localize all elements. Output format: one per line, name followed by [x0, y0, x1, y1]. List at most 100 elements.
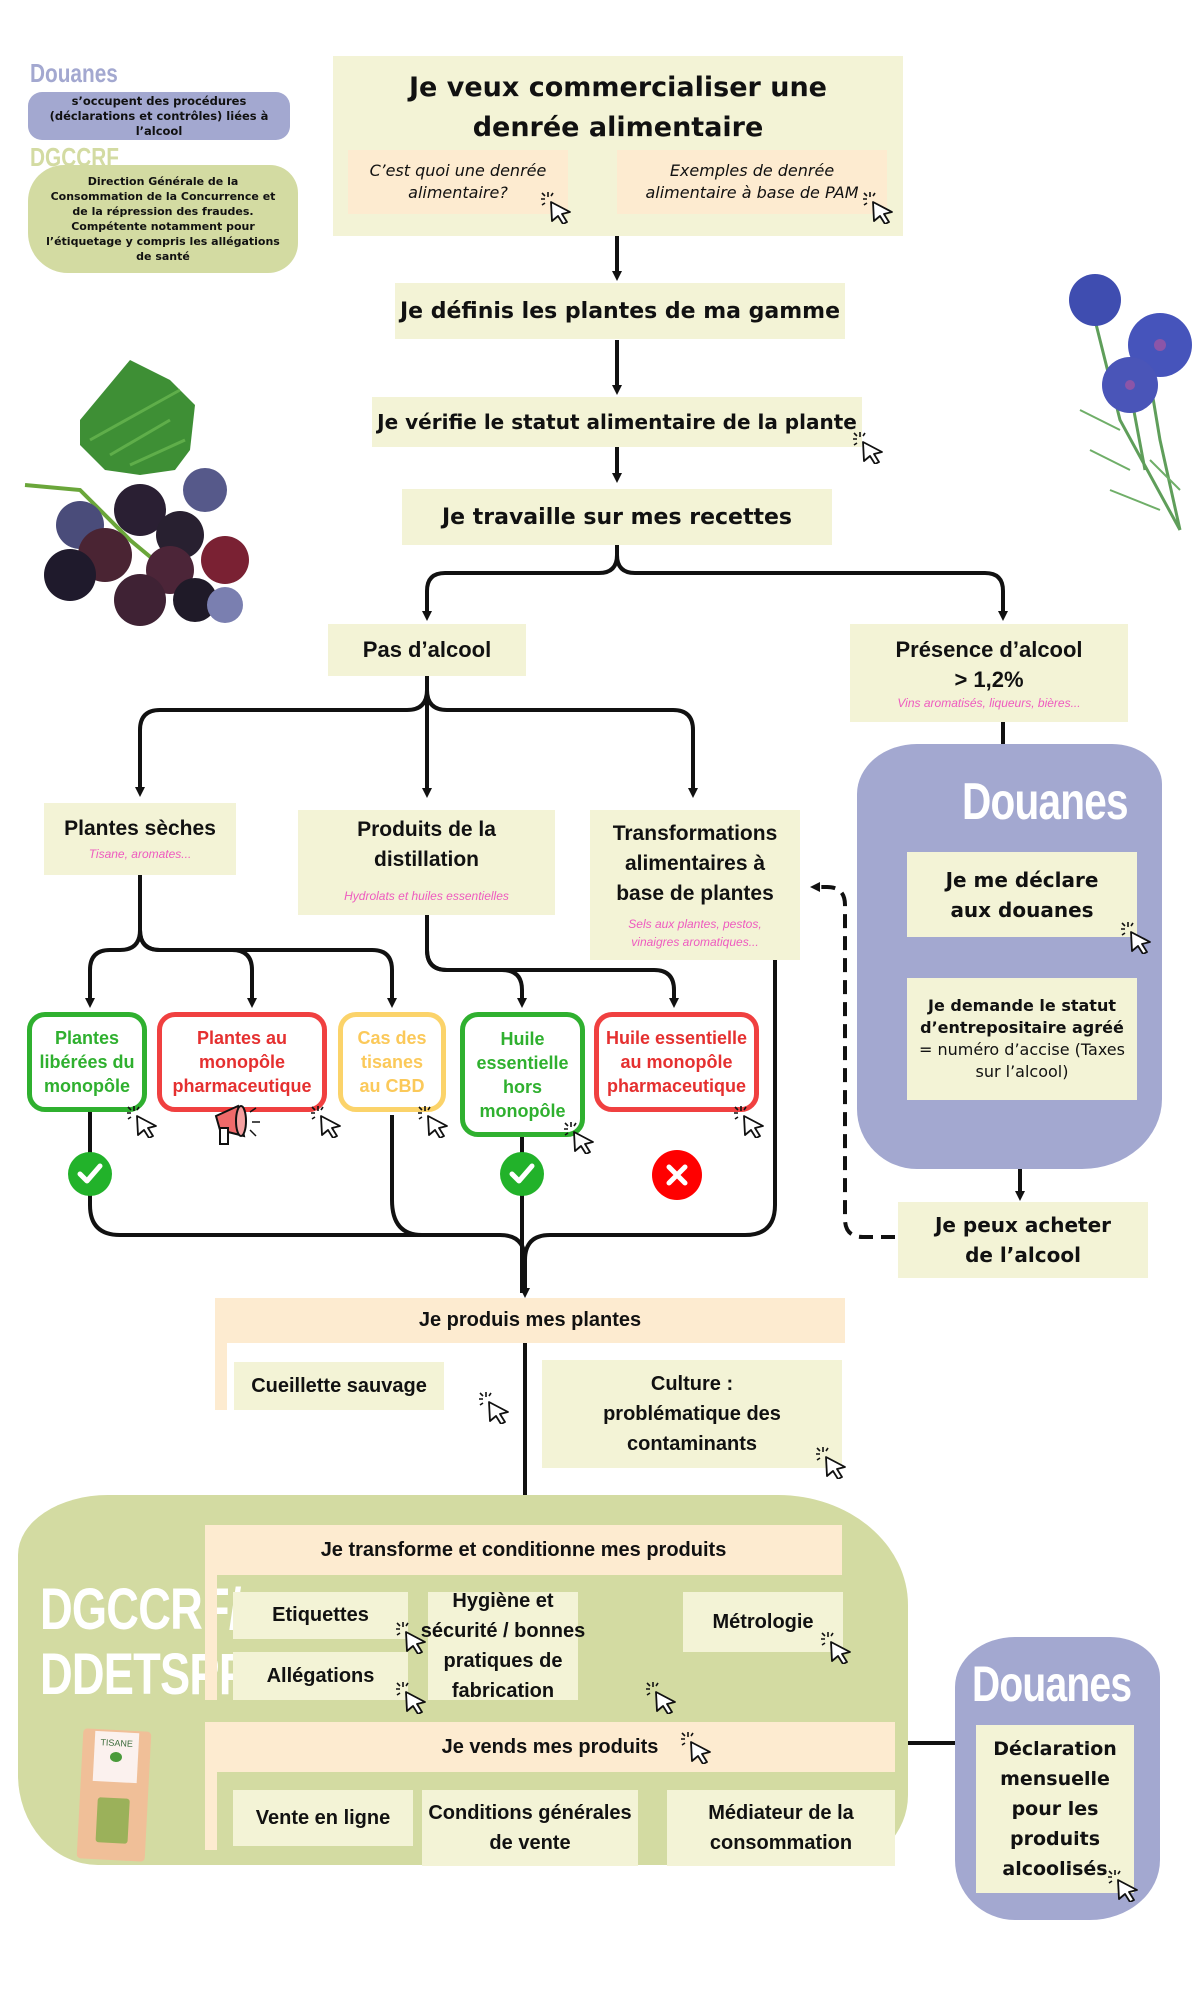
branch-alcohol: Présence d’alcool > 1,2% Vins aromatisés… [850, 624, 1128, 722]
category-dry-plants: Plantes sèches Tisane, aromates... [44, 803, 236, 875]
cornflower-illustration [1069, 274, 1192, 531]
sell-mediator: Médiateur de la consommation [667, 1790, 895, 1866]
legend-dgccrf-text: Direction Générale de la Consommation de… [46, 175, 280, 263]
transform-hygiene[interactable]: Hygiène et sécurité / bonnes pratiques d… [421, 1590, 586, 1702]
transform-labels-label: Etiquettes [272, 1604, 369, 1626]
click-cursor-icon[interactable] [417, 1104, 451, 1138]
sell-terms-label: Conditions générales de vente [428, 1802, 632, 1854]
branch-no-alcohol-label: Pas d’alcool [362, 637, 492, 662]
sell-mediator-label: Médiateur de la consommation [708, 1802, 854, 1854]
link-food-examples-label: Exemples de denrée alimentaire à base de… [645, 161, 859, 202]
transform-metrology-label: Métrologie [712, 1610, 814, 1633]
step-verify-status[interactable]: Je vérifie le statut alimentaire de la p… [372, 397, 862, 447]
connector-dry-plants-split [85, 870, 142, 1008]
connector-merge-right [523, 960, 777, 1261]
click-cursor-icon[interactable] [540, 190, 574, 224]
category-transformations-title: Transformations alimentaires à base de p… [612, 822, 778, 905]
production-wild[interactable]: Cueillette sauvage [234, 1362, 444, 1410]
category-transformations-examples: Sels aux plantes, pestos, vinaigres arom… [628, 917, 762, 949]
click-cursor-icon[interactable] [1107, 1868, 1141, 1902]
step-define-plants-label: Je définis les plantes de ma gamme [399, 298, 841, 324]
douanes-panel-title: Douanes [962, 773, 1129, 831]
link-what-is-food-label: C’est quoi une denrée alimentaire? [369, 161, 547, 202]
tisane-package-label: TISANE [100, 1737, 134, 1749]
transform-claims-label: Allégations [266, 1664, 375, 1687]
connector-buy-alcohol-dashed [810, 882, 895, 1239]
douanes-declare[interactable]: Je me déclare aux douanes [907, 852, 1137, 937]
connector-distillation-split [425, 915, 527, 1008]
click-cursor-icon[interactable] [126, 1104, 160, 1138]
category-distillation: Produits de la distillation Hydrolats et… [298, 810, 555, 915]
click-cursor-icon[interactable] [820, 1630, 854, 1664]
status-oil-monopoly-label: Huile essentielle au monopôle pharmaceut… [605, 1028, 748, 1096]
branch-no-alcohol: Pas d’alcool [328, 624, 526, 676]
status-monopoly-plants[interactable]: Plantes au monopôle pharmaceutique [157, 1012, 327, 1112]
transform-frame [205, 1525, 842, 1575]
category-dry-plants-title: Plantes sèches [64, 817, 216, 840]
production-culture[interactable]: Culture : problématique des contaminants [542, 1360, 842, 1468]
branch-alcohol-examples: Vins aromatisés, liqueurs, bières... [897, 696, 1081, 710]
click-cursor-icon[interactable] [395, 1620, 429, 1654]
status-cbd[interactable]: Cas des tisanes au CBD [338, 1012, 446, 1112]
douanes-buy-alcohol: Je peux acheter de l’alcool [898, 1202, 1148, 1278]
douanes-final-declaration-label: Déclaration mensuelle pour les produits … [993, 1738, 1117, 1880]
click-cursor-icon[interactable] [478, 1390, 512, 1424]
status-oil-free[interactable]: Huile essentielle hors monopôle [460, 1012, 585, 1137]
click-cursor-icon[interactable] [852, 430, 886, 464]
sell-title: Je vends mes produits [441, 1735, 659, 1758]
status-free-plants[interactable]: Plantes libérées du monopôle [27, 1012, 147, 1112]
cross-icon [652, 1150, 702, 1200]
connector-no-alcohol-split [135, 676, 429, 797]
sell-frame-side [205, 1772, 217, 1850]
megaphone-icon [214, 1104, 260, 1145]
douanes-final-declaration[interactable]: Déclaration mensuelle pour les produits … [976, 1725, 1134, 1893]
click-cursor-icon[interactable] [1120, 920, 1154, 954]
status-oil-monopoly[interactable]: Huile essentielle au monopôle pharmaceut… [594, 1012, 759, 1112]
transform-hygiene-label: Hygiène et sécurité / bonnes pratiques d… [420, 1590, 586, 1702]
click-cursor-icon[interactable] [310, 1104, 344, 1138]
click-cursor-icon[interactable] [680, 1730, 714, 1764]
douanes-status-request-rest: = numéro d’accise (Taxes sur l’alcool) [919, 1040, 1125, 1081]
connector-recipes-split [422, 545, 619, 621]
douanes-declare-label: Je me déclare aux douanes [945, 867, 1099, 922]
category-dry-plants-examples: Tisane, aromates... [88, 847, 192, 861]
connector-recipes-alcohol [615, 554, 1008, 621]
transform-labels[interactable]: Etiquettes [233, 1592, 408, 1639]
transform-claims[interactable]: Allégations [233, 1652, 408, 1700]
branch-alcohol-label: Présence d’alcool [895, 637, 1083, 662]
branch-alcohol-threshold: > 1,2% [954, 667, 1024, 692]
click-cursor-icon[interactable] [733, 1104, 767, 1138]
tisane-package-illustration: TISANE [76, 1728, 152, 1862]
category-transformations: Transformations alimentaires à base de p… [590, 810, 800, 960]
blackcurrant-illustration [24, 360, 249, 626]
link-what-is-food[interactable]: C’est quoi une denrée alimentaire? [348, 150, 568, 214]
douanes-status-request-bold: Je demande le statut d’entrepositaire ag… [920, 996, 1124, 1037]
transform-metrology[interactable]: Métrologie [683, 1592, 843, 1652]
status-monopoly-plants-label: Plantes au monopôle pharmaceutique [172, 1028, 312, 1096]
production-frame [215, 1298, 845, 1343]
click-cursor-icon[interactable] [862, 190, 896, 224]
link-food-examples[interactable]: Exemples de denrée alimentaire à base de… [617, 150, 887, 214]
click-cursor-icon[interactable] [815, 1445, 849, 1479]
start-title: Je veux commercialiser une denrée alimen… [409, 72, 827, 143]
click-cursor-icon[interactable] [563, 1120, 597, 1154]
douanes-status-request: Je demande le statut d’entrepositaire ag… [907, 978, 1137, 1100]
check-icon [500, 1152, 544, 1196]
legend-douanes-box: s’occupent des procédures (déclarations … [28, 92, 290, 140]
check-icon [68, 1152, 112, 1196]
production-wild-label: Cueillette sauvage [251, 1374, 427, 1397]
douanes-buy-alcohol-label: Je peux acheter de l’alcool [934, 1213, 1112, 1267]
status-free-plants-label: Plantes libérées du monopôle [39, 1028, 135, 1096]
click-cursor-icon[interactable] [395, 1680, 429, 1714]
production-frame-side [215, 1343, 227, 1410]
sell-online: Vente en ligne [233, 1790, 413, 1846]
douanes-status-request-text: Je demande le statut d’entrepositaire ag… [915, 995, 1129, 1083]
production-culture-label: Culture : problématique des contaminants [603, 1373, 781, 1455]
click-cursor-icon[interactable] [645, 1680, 679, 1714]
step-verify-status-label: Je vérifie le statut alimentaire de la p… [377, 410, 857, 434]
legend-douanes-title: Douanes [30, 58, 118, 88]
sell-frame[interactable] [205, 1722, 895, 1772]
transform-title: Je transforme et conditionne mes produit… [320, 1538, 727, 1561]
legend-dgccrf-box: Direction Générale de la Consommation de… [28, 165, 298, 273]
step-recipes-label: Je travaille sur mes recettes [441, 504, 792, 530]
